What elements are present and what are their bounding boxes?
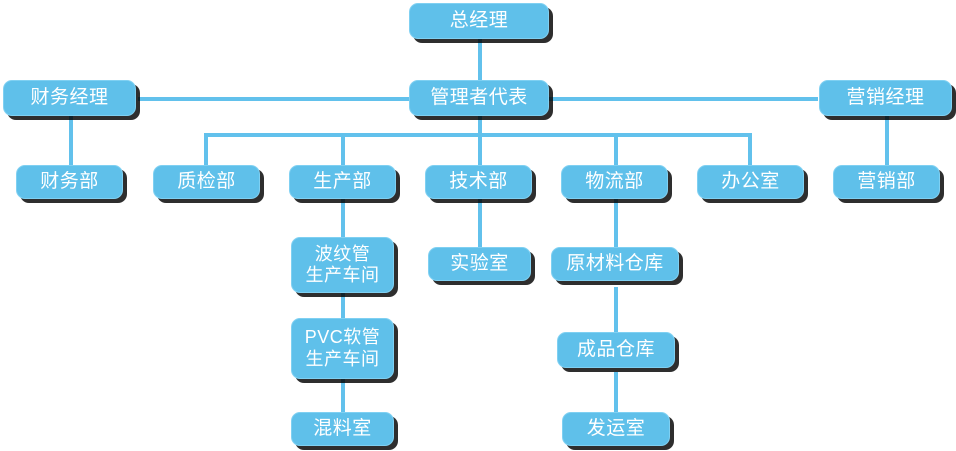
node-technical-dept[interactable]: 技术部: [425, 165, 532, 199]
connector-marketing-manager-to-marketing-dept: [885, 115, 889, 165]
node-mixing-room[interactable]: 混料室: [291, 412, 394, 446]
node-marketing-dept[interactable]: 营销部: [833, 165, 940, 199]
node-production-dept[interactable]: 生产部: [289, 165, 396, 199]
connector-bus-to-production-dept: [341, 133, 345, 165]
connector-level2-left-spine: [138, 97, 416, 101]
connector-raw-material-to-finished-goods: [614, 287, 618, 332]
node-laboratory[interactable]: 实验室: [428, 247, 531, 281]
node-shipping-room[interactable]: 发运室: [562, 412, 670, 446]
node-raw-material-warehouse[interactable]: 原材料仓库: [551, 247, 679, 281]
node-finance-dept[interactable]: 财务部: [16, 165, 123, 199]
node-office[interactable]: 办公室: [697, 165, 804, 199]
connector-level2-right-spine: [542, 97, 818, 101]
connector-bus-to-logistics-dept: [614, 133, 618, 165]
node-pvc-hose-workshop[interactable]: PVC软管 生产车间: [291, 318, 394, 379]
connector-bus-to-qc-dept: [204, 133, 208, 165]
node-general-manager[interactable]: 总经理: [409, 3, 549, 39]
node-management-representative[interactable]: 管理者代表: [409, 80, 549, 116]
connector-top-to-management-rep: [478, 38, 482, 86]
connector-pvc-workshop-to-mixing-room: [341, 379, 345, 412]
connector-corrugated-workshop-to-pvc-workshop: [341, 293, 345, 318]
node-qc-dept[interactable]: 质检部: [153, 165, 260, 199]
node-finished-goods-warehouse[interactable]: 成品仓库: [557, 332, 675, 368]
connector-technical-dept-to-laboratory: [478, 197, 482, 247]
node-logistics-dept[interactable]: 物流部: [561, 165, 668, 199]
connector-bus-to-office: [748, 133, 752, 165]
connector-finished-goods-to-shipping-room: [614, 372, 618, 412]
connector-management-rep-drop: [478, 115, 482, 135]
connector-logistics-dept-to-raw-material-warehouse: [614, 197, 618, 247]
node-marketing-manager[interactable]: 营销经理: [819, 80, 952, 116]
connector-production-dept-to-corrugated-workshop: [341, 197, 345, 237]
connector-bus-to-technical-dept: [478, 133, 482, 165]
node-finance-manager[interactable]: 财务经理: [3, 80, 136, 116]
connector-finance-manager-to-finance-dept: [69, 115, 73, 165]
node-corrugated-pipe-workshop[interactable]: 波纹管 生产车间: [291, 237, 394, 293]
